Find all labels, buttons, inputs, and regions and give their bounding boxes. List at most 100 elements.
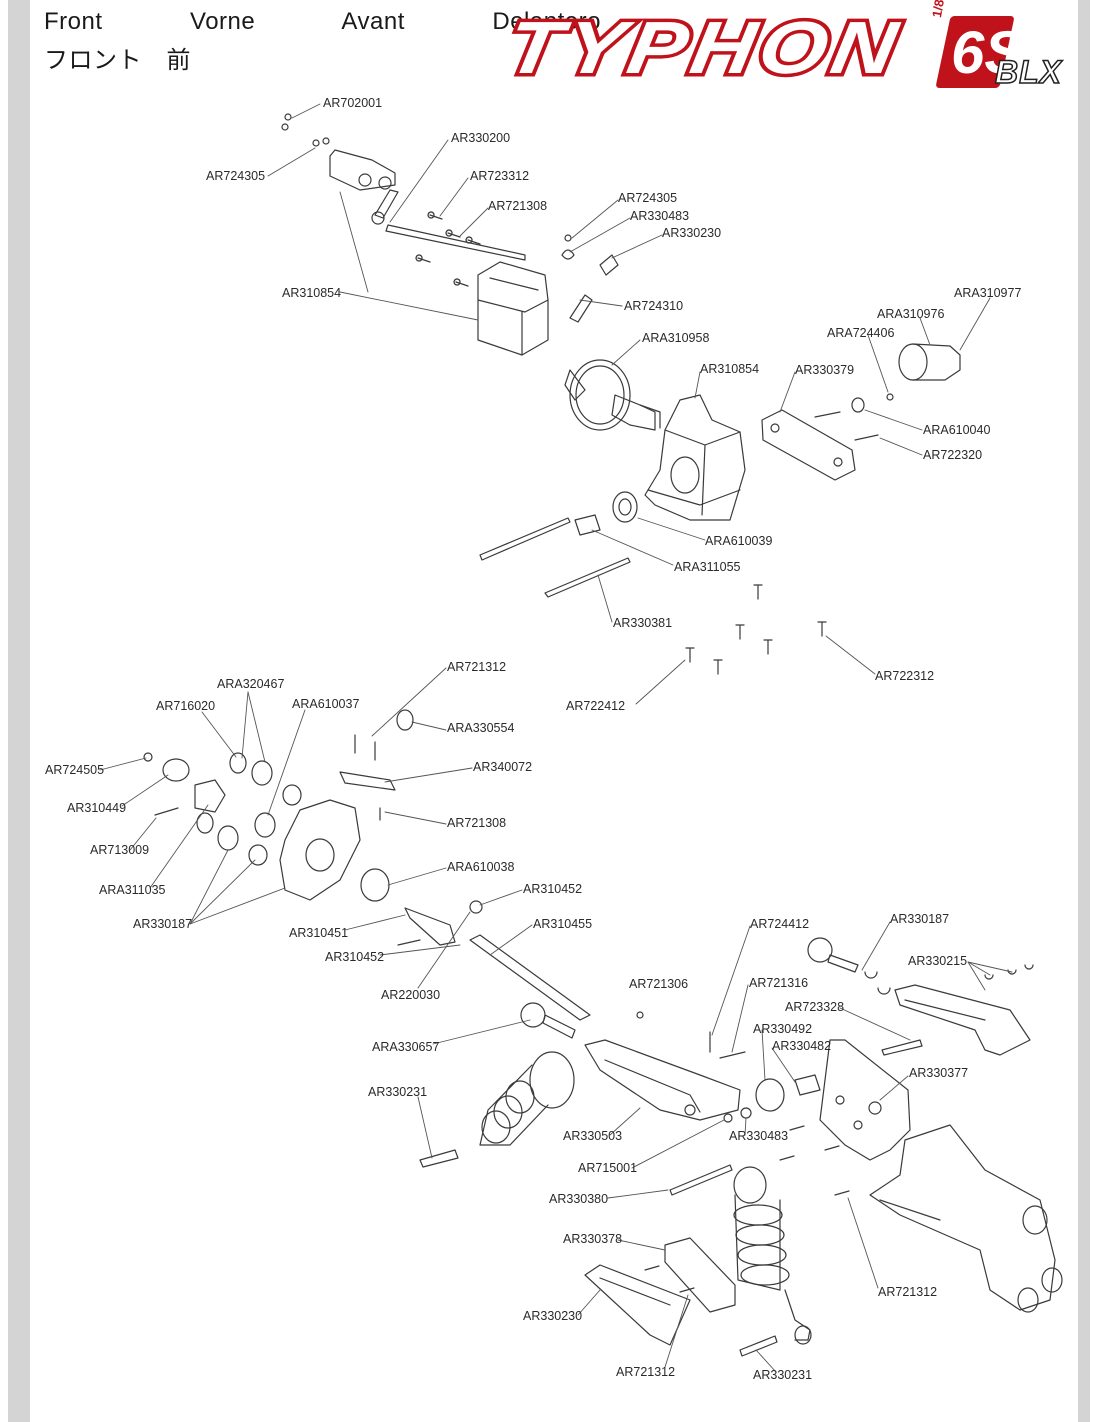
pin-part bbox=[817, 621, 827, 637]
part-number-label: ARA310977 bbox=[954, 286, 1021, 300]
bearing-part bbox=[612, 491, 638, 523]
part-number-label: ARA610040 bbox=[923, 423, 990, 437]
skid-plate-part bbox=[584, 1264, 691, 1346]
front-hub-group bbox=[143, 752, 390, 902]
clip-part bbox=[864, 971, 891, 995]
rear-lower-arm-group bbox=[834, 1124, 1063, 1313]
part-number-label: AR721316 bbox=[749, 976, 808, 990]
page-gutter-left bbox=[8, 0, 30, 1422]
part-number-label: AR310449 bbox=[67, 801, 126, 815]
part-number-label: AR330503 bbox=[563, 1129, 622, 1143]
spring-part bbox=[505, 1080, 535, 1114]
part-number-label: AR340072 bbox=[473, 760, 532, 774]
bearing-part bbox=[360, 868, 390, 902]
screw-part bbox=[465, 236, 481, 245]
bumper-hole-part bbox=[833, 457, 843, 467]
part-number-label: AR721312 bbox=[447, 660, 506, 674]
bearing-part bbox=[254, 812, 276, 838]
arm-pivot-part bbox=[684, 1104, 696, 1116]
threaded-ball-part bbox=[542, 1014, 576, 1039]
turnbuckle-part bbox=[599, 254, 619, 276]
part-number-label: ARA310976 bbox=[877, 307, 944, 321]
shock-screw-part bbox=[419, 1149, 459, 1168]
shock-cap-part bbox=[733, 1166, 767, 1204]
diff-outdrive-part bbox=[564, 369, 586, 401]
part-number-label: AR330230 bbox=[662, 226, 721, 240]
ring-gear-part bbox=[569, 359, 631, 431]
shock-screw-part bbox=[739, 1335, 778, 1357]
ball-end-group bbox=[561, 234, 619, 323]
ball-cup-part bbox=[561, 249, 575, 260]
gearbox-housing-group bbox=[644, 394, 746, 521]
bushing-part bbox=[851, 397, 865, 413]
diff-outdrive-part bbox=[639, 404, 661, 429]
steering-link-part bbox=[374, 189, 399, 219]
page-gutter-right bbox=[1078, 0, 1090, 1422]
part-number-label: AR330200 bbox=[451, 131, 510, 145]
part-number-label: ARA310958 bbox=[642, 331, 709, 345]
screw-part bbox=[445, 229, 461, 238]
part-number-label: ARA320467 bbox=[217, 677, 284, 691]
part-number-label: AR721308 bbox=[488, 199, 547, 213]
nut-part bbox=[564, 234, 572, 242]
part-number-label: AR721306 bbox=[629, 977, 688, 991]
part-number-label: AR310452 bbox=[325, 950, 384, 964]
o-ring-part bbox=[196, 812, 214, 834]
bearing-part bbox=[217, 825, 239, 851]
threaded-ball-part bbox=[827, 954, 859, 973]
part-number-label: AR724305 bbox=[618, 191, 677, 205]
pinion-gear-part bbox=[574, 514, 601, 536]
differential-group bbox=[564, 359, 661, 431]
brace-part bbox=[664, 1237, 736, 1313]
hub-bore-part bbox=[1041, 1267, 1063, 1293]
shock-tower-group bbox=[819, 1039, 911, 1161]
part-number-label: AR721308 bbox=[447, 816, 506, 830]
arm-rib-part bbox=[604, 1059, 701, 1113]
input-cup-part bbox=[912, 343, 961, 381]
hinge-pin-part bbox=[881, 1039, 923, 1056]
gearbox-housing-part bbox=[644, 394, 746, 521]
part-number-label: AR330377 bbox=[909, 1066, 968, 1080]
part-number-label: AR310854 bbox=[700, 362, 759, 376]
spring-part bbox=[740, 1264, 790, 1286]
logo-model-number: 6S bbox=[951, 19, 1025, 86]
pin-part bbox=[685, 647, 695, 663]
ball-end-part bbox=[520, 1002, 546, 1028]
lower-arm-part bbox=[584, 1039, 741, 1121]
part-number-label: ARA330554 bbox=[447, 721, 514, 735]
shaft-pin-part bbox=[544, 557, 631, 598]
screw-part bbox=[854, 434, 879, 441]
screw-part bbox=[789, 1125, 805, 1131]
steering-rod-part bbox=[385, 224, 526, 261]
section-title-japanese: フロント 前 bbox=[44, 47, 191, 74]
cvd-axle-part bbox=[404, 907, 456, 946]
front-arm-group bbox=[584, 1011, 746, 1121]
pin-part bbox=[735, 624, 745, 640]
part-number-label: AR310854 bbox=[282, 286, 341, 300]
screw-part bbox=[644, 1265, 660, 1271]
pin-group bbox=[685, 584, 827, 675]
bushing-part bbox=[282, 784, 302, 806]
logo-model-suffix: BLX bbox=[994, 53, 1062, 91]
part-number-label: AR723312 bbox=[470, 169, 529, 183]
bulkhead-part bbox=[477, 261, 549, 356]
part-number-label: AR722312 bbox=[875, 669, 934, 683]
part-number-label: ARA610039 bbox=[705, 534, 772, 548]
bulkhead-edge-part bbox=[477, 299, 549, 313]
ball-part bbox=[396, 709, 414, 731]
diff-case-part bbox=[611, 394, 656, 431]
screw-part bbox=[814, 411, 841, 418]
part-number-label: AR310455 bbox=[533, 917, 592, 931]
part-number-label: AR721312 bbox=[878, 1285, 937, 1299]
part-number-label: AR330187 bbox=[890, 912, 949, 926]
part-number-label: AR330231 bbox=[368, 1085, 427, 1099]
screw-part bbox=[427, 211, 443, 220]
input-pinion-group bbox=[851, 343, 961, 413]
upper-arm-part bbox=[894, 984, 1031, 1056]
part-number-label: ARA311055 bbox=[674, 560, 741, 574]
bumper-plate-group bbox=[761, 409, 879, 481]
cvd-pin-part bbox=[469, 900, 483, 914]
spring-part bbox=[737, 1244, 787, 1266]
part-number-label: AR330215 bbox=[908, 954, 967, 968]
